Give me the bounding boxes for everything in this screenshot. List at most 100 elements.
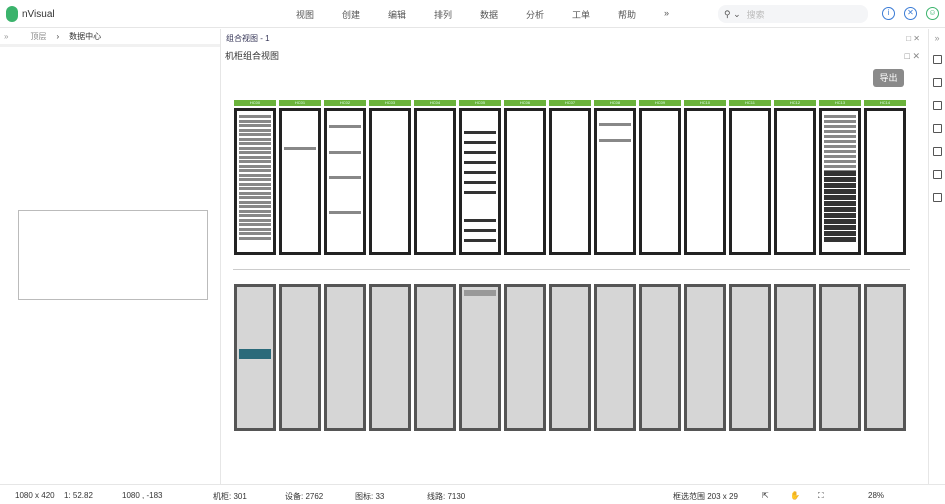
device[interactable] (464, 219, 496, 222)
device[interactable] (824, 165, 856, 168)
rack[interactable]: HC09 (639, 100, 681, 255)
device[interactable] (239, 142, 271, 145)
export-button[interactable]: 导出 (873, 69, 904, 87)
device[interactable] (464, 181, 496, 184)
rack[interactable]: HC13 (819, 100, 861, 255)
menu-help[interactable]: 帮助 (618, 10, 637, 20)
list-icon[interactable] (932, 78, 942, 87)
device[interactable] (464, 171, 496, 174)
menu-analysis[interactable]: 分析 (526, 10, 545, 20)
device[interactable] (239, 151, 271, 154)
device[interactable] (284, 147, 316, 150)
menu-data[interactable]: 数据 (480, 10, 499, 20)
settings-icon[interactable]: ✕ (904, 7, 917, 20)
menu-arrange[interactable]: 排列 (434, 10, 453, 20)
rack[interactable]: HC03 (369, 100, 411, 255)
device[interactable] (239, 209, 271, 213)
device[interactable] (824, 201, 856, 206)
layers-icon[interactable] (932, 147, 942, 156)
rack-icon[interactable] (932, 170, 942, 179)
device[interactable] (329, 125, 361, 128)
rack[interactable]: HC00 (234, 100, 276, 255)
device[interactable] (239, 223, 271, 226)
swap-icon[interactable] (932, 124, 942, 133)
device[interactable] (329, 151, 361, 154)
rack[interactable] (414, 284, 456, 431)
device[interactable] (824, 225, 856, 230)
device[interactable] (599, 123, 631, 126)
rack[interactable] (324, 284, 366, 431)
rack[interactable]: HC07 (549, 100, 591, 255)
rack[interactable] (279, 284, 321, 431)
device[interactable] (464, 229, 496, 232)
device[interactable] (824, 171, 856, 176)
device[interactable] (239, 218, 271, 222)
floor-minimap[interactable] (18, 210, 208, 300)
rack[interactable] (504, 284, 546, 431)
device[interactable] (824, 115, 856, 118)
collapse-icon[interactable]: » (934, 33, 940, 43)
subwindow-controls-icon[interactable]: □ ✕ (904, 51, 920, 61)
device[interactable] (824, 160, 856, 163)
rack[interactable] (459, 284, 501, 431)
app-logo[interactable]: nVisual (6, 6, 55, 22)
device[interactable] (464, 191, 496, 194)
device[interactable] (599, 139, 631, 142)
device[interactable] (824, 145, 856, 148)
rack[interactable]: HC02 (324, 100, 366, 255)
rack[interactable]: HC08 (594, 100, 636, 255)
rack[interactable] (819, 284, 861, 431)
device[interactable] (239, 119, 271, 123)
info-icon[interactable]: i (882, 7, 895, 20)
device[interactable] (464, 239, 496, 242)
device[interactable] (824, 177, 856, 182)
device[interactable] (239, 178, 271, 181)
breadcrumb-current[interactable]: 数据中心 (69, 32, 102, 41)
rack[interactable] (549, 284, 591, 431)
device[interactable] (239, 155, 271, 159)
device[interactable] (824, 135, 856, 138)
rack[interactable]: HC06 (504, 100, 546, 255)
device[interactable] (824, 213, 856, 218)
rack[interactable] (864, 284, 906, 431)
rack[interactable]: HC05 (459, 100, 501, 255)
device[interactable] (824, 125, 856, 128)
breadcrumb-root[interactable]: 顶层 (30, 32, 47, 41)
rack[interactable]: HC11 (729, 100, 771, 255)
device[interactable] (239, 187, 271, 190)
device[interactable] (239, 115, 271, 118)
rack[interactable]: HC14 (864, 100, 906, 255)
rack[interactable] (639, 284, 681, 431)
device[interactable] (824, 207, 856, 212)
device[interactable] (464, 161, 496, 164)
device[interactable] (824, 120, 856, 123)
device[interactable] (239, 214, 271, 217)
device[interactable] (464, 141, 496, 144)
view-tab[interactable]: 组合视图 - 1□ ✕ (221, 29, 928, 47)
device[interactable] (824, 155, 856, 158)
device[interactable] (239, 191, 271, 195)
device[interactable] (824, 195, 856, 200)
rack[interactable] (234, 284, 276, 431)
device[interactable] (464, 290, 496, 296)
device[interactable] (239, 236, 271, 240)
device[interactable] (239, 164, 271, 168)
device[interactable] (239, 205, 271, 208)
device[interactable] (239, 133, 271, 136)
rack[interactable]: HC10 (684, 100, 726, 255)
device[interactable] (239, 349, 271, 359)
device[interactable] (824, 150, 856, 153)
device[interactable] (239, 196, 271, 199)
rack[interactable] (369, 284, 411, 431)
rack[interactable] (774, 284, 816, 431)
rack[interactable]: HC04 (414, 100, 456, 255)
device[interactable] (824, 183, 856, 188)
device[interactable] (239, 232, 271, 235)
rack[interactable] (594, 284, 636, 431)
expand-icon[interactable]: » (4, 32, 9, 41)
device[interactable] (239, 169, 271, 172)
menu-create[interactable]: 创建 (342, 10, 361, 20)
device[interactable] (239, 137, 271, 141)
device[interactable] (239, 227, 271, 231)
pan-icon[interactable]: ✋ (790, 491, 800, 500)
